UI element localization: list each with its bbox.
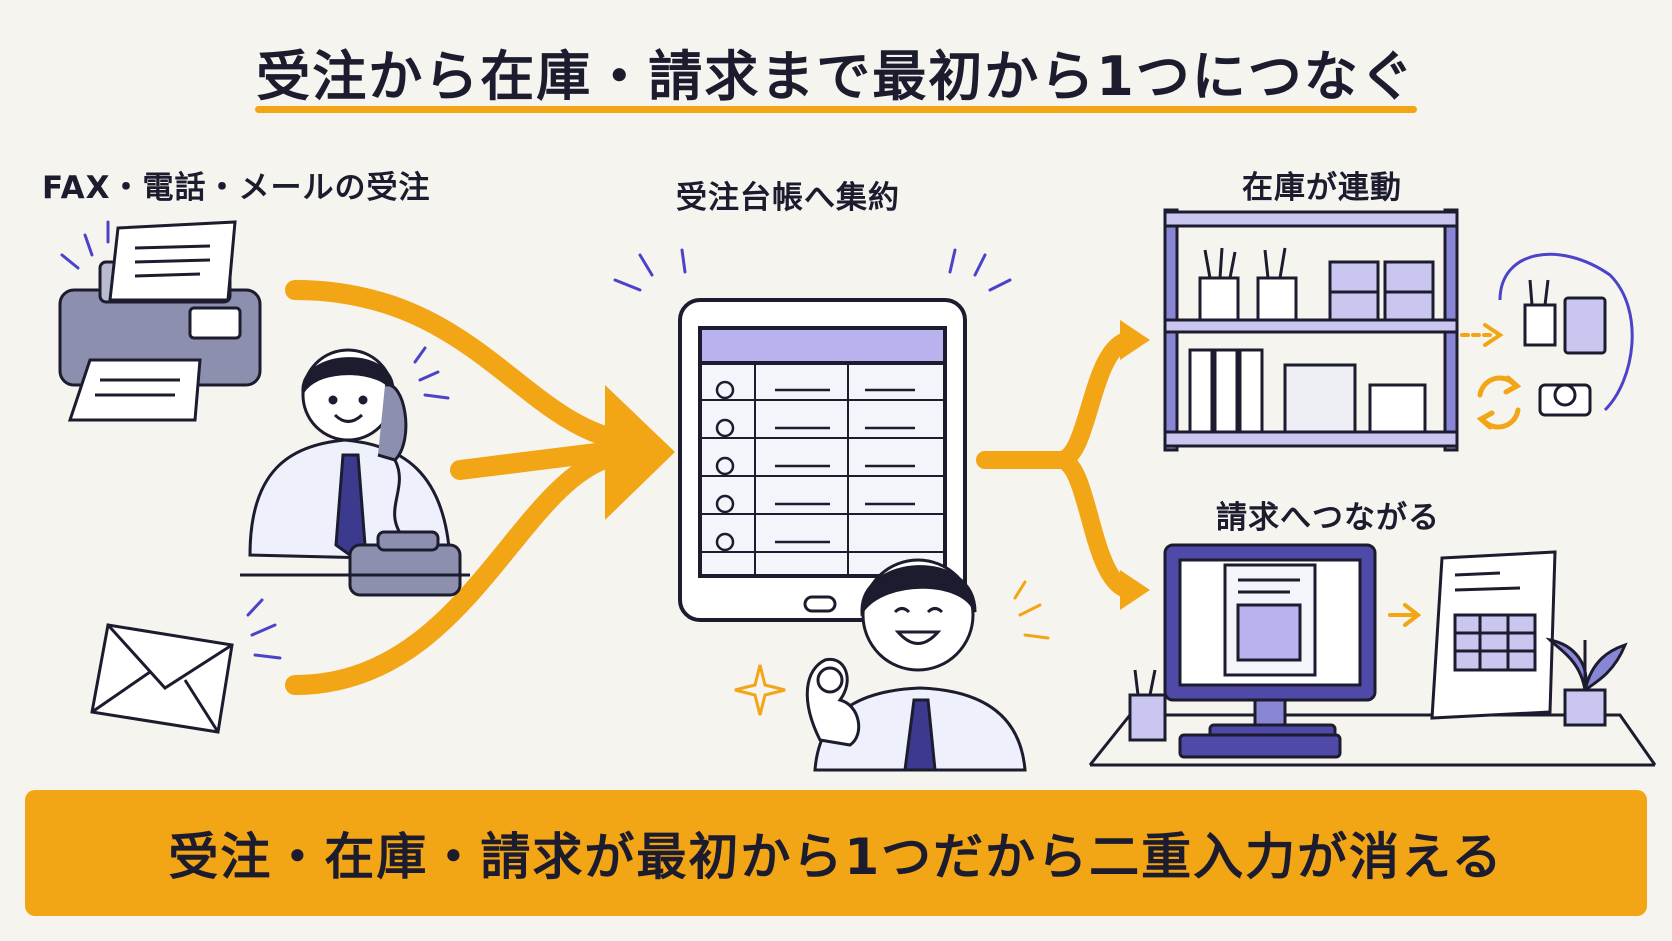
converge-arrows xyxy=(285,280,630,695)
fax-icon xyxy=(58,220,262,422)
converge-arrowhead xyxy=(605,385,675,520)
stationery-icon xyxy=(1498,252,1634,417)
sync-icon xyxy=(1476,375,1522,430)
billing-label: 請求へつながる xyxy=(1216,500,1440,536)
summary-banner-text: 受注・在庫・請求が最初から1つだから二重入力が消える xyxy=(168,828,1504,886)
monitor-icon xyxy=(1088,543,1657,767)
plant-icon xyxy=(1545,637,1628,727)
invoice-icon xyxy=(1430,550,1557,720)
phone-person-icon xyxy=(240,348,470,597)
shelf-icon xyxy=(1163,208,1459,452)
mail-icon xyxy=(90,623,234,734)
orders-label: FAX・電話・メールの受注 xyxy=(42,170,431,206)
ledger-label: 受注台帳へ集約 xyxy=(676,180,900,216)
tablet-ledger-icon xyxy=(678,298,967,622)
summary-banner: 受注・在庫・請求が最初から1つだから二重入力が消える xyxy=(25,790,1647,916)
page-title: 受注から在庫・請求まで最初から1つにつなぐ xyxy=(256,45,1416,108)
ok-person-icon xyxy=(805,558,1027,772)
inventory-label: 在庫が連動 xyxy=(1242,170,1402,206)
title-underline xyxy=(255,106,1417,113)
branch-arrows xyxy=(976,331,1139,599)
